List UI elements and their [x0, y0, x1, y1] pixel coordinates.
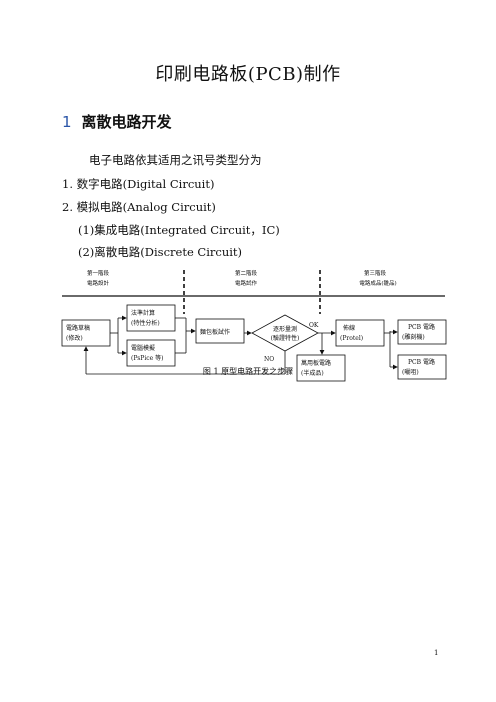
- node-pcb-photo-sub: (曬咀): [402, 369, 419, 376]
- node-sim-sub: (PsPice 等): [131, 354, 163, 362]
- stage-1-label: 第一階段: [87, 269, 110, 277]
- node-draft-label: 電路草稿: [66, 324, 90, 332]
- node-proto-sub: (半成品): [301, 369, 324, 377]
- node-proto: [296, 354, 346, 382]
- node-pcb-etch-sub: (雕刻機): [402, 333, 425, 341]
- node-draft-sub: (修改): [66, 334, 83, 342]
- stage-3-sub: 電路成品(雛品): [359, 279, 396, 287]
- list-item-discrete: (2)离散电路(Discrete Circuit): [78, 245, 243, 259]
- stage-1-sub: 電路設計: [87, 279, 110, 287]
- stage-2-label: 第二階段: [235, 269, 258, 277]
- list-item-analog: 2. 模拟电路(Analog Circuit): [62, 200, 216, 214]
- stage-3-label: 第三階段: [364, 269, 387, 277]
- node-layout-label: 佈線: [343, 324, 355, 332]
- node-layout-sub: (Protel): [340, 335, 363, 342]
- node-draft: [61, 319, 111, 347]
- section-number: 1: [62, 113, 72, 131]
- node-breadboard: [195, 318, 245, 344]
- ok-label: OK: [309, 322, 319, 329]
- no-label: NO: [264, 356, 274, 363]
- node-sim: [126, 339, 176, 367]
- stage-2-sub: 電路試作: [235, 279, 258, 287]
- figure-caption: 图 1 原型电路开发之步骤: [202, 367, 294, 376]
- node-calc-label: 法準計算: [131, 309, 155, 317]
- node-measure-label: 逐形量測: [273, 325, 297, 333]
- node-pcb-etch-label: PCB 電路: [408, 323, 435, 331]
- section-title: 离散电路开发: [81, 113, 172, 131]
- node-pcb-etch: [397, 319, 447, 345]
- section-heading: 1 离散电路开发: [62, 111, 172, 132]
- node-calc-sub: (特性分析): [131, 319, 160, 327]
- node-measure-sub: (驗證特性): [271, 334, 300, 342]
- list-item-digital: 1. 数字电路(Digital Circuit): [62, 177, 215, 191]
- node-pcb-photo: [397, 354, 447, 380]
- node-proto-label: 萬用板電路: [301, 359, 331, 367]
- node-pcb-photo-label: PCB 電路: [408, 358, 435, 366]
- node-breadboard-label: 麵包板試作: [200, 328, 230, 336]
- intro-text: 电子电路依其适用之讯号类型分为: [89, 153, 262, 167]
- page-number: 1: [434, 649, 439, 657]
- document-title: 印刷电路板(PCB)制作: [155, 64, 341, 85]
- node-sim-label: 電腦模擬: [131, 344, 155, 352]
- list-item-ic: (1)集成电路(Integrated Circuit，IC): [78, 223, 280, 237]
- node-measure-diamond: [251, 314, 319, 352]
- node-layout: [335, 319, 385, 347]
- node-calc: [126, 304, 176, 332]
